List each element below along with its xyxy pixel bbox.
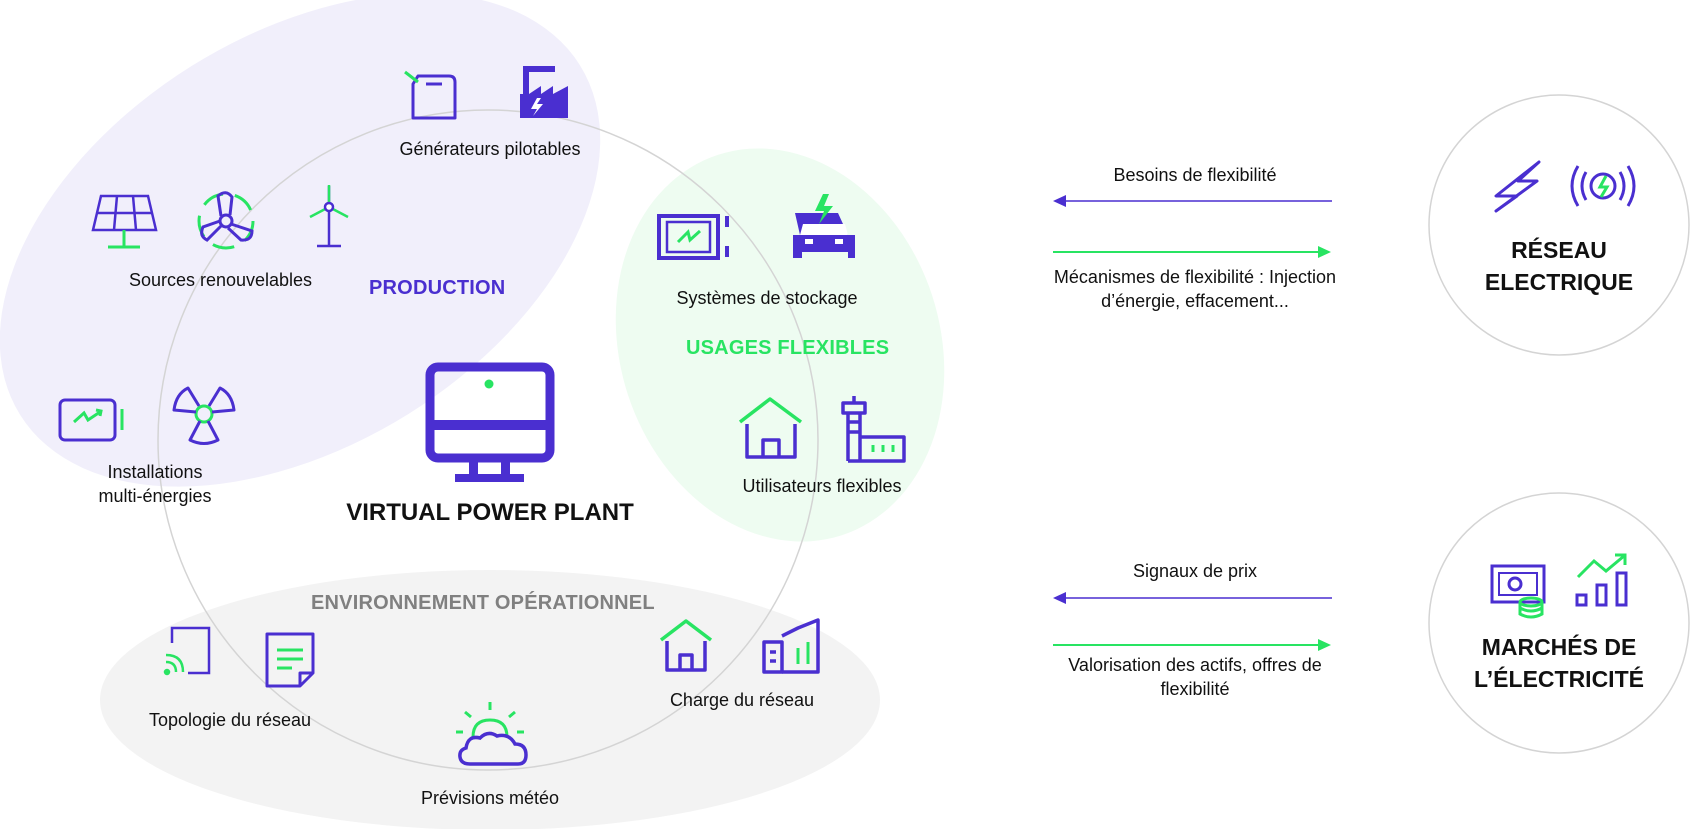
- computer-monitor-icon: [425, 362, 555, 482]
- load-label: Charge du réseau: [669, 690, 815, 710]
- markets-title-line2: L’ÉLECTRICITÉ: [1474, 666, 1644, 692]
- house-icon: [738, 397, 803, 459]
- topology-label: Topologie du réseau: [148, 710, 312, 730]
- markets-outgoing-label-line2: flexibilité: [1160, 679, 1230, 699]
- multi-energy-label-line2: multi-énergies: [98, 486, 212, 506]
- flexible-title: USAGES FLEXIBLES: [686, 337, 890, 359]
- money-coins-icon: [1490, 564, 1546, 619]
- wireless-power-icon: [1570, 165, 1636, 207]
- weather-label: Prévisions météo: [420, 788, 560, 808]
- storage-battery-icon: [657, 214, 729, 260]
- flexible-users-label: Utilisateurs flexibles: [742, 476, 902, 496]
- renewables-label: Sources renouvelables: [128, 270, 313, 290]
- electric-car-icon: [793, 194, 855, 258]
- markets-circle: [1428, 492, 1690, 754]
- grid-title-line1: RÉSEAU: [1511, 237, 1607, 263]
- generators-label: Générateurs pilotables: [399, 139, 581, 159]
- vpp-circle: [157, 109, 819, 771]
- wind-turbine-icon: [309, 185, 349, 248]
- grid-outgoing-label-line1: Mécanismes de flexibilité : Injection: [1053, 267, 1337, 287]
- markets-outgoing-label-line1: Valorisation des actifs, offres de: [1068, 655, 1322, 675]
- battery-icon: [58, 398, 124, 442]
- industry-icon: [841, 396, 906, 463]
- markets-title-line1: MARCHÉS DE: [1481, 634, 1637, 660]
- document-icon: [265, 632, 315, 688]
- fuel-can-icon: [404, 70, 457, 120]
- fan-turbine-icon: [197, 191, 255, 250]
- power-plant-icon: [520, 66, 568, 118]
- production-title: PRODUCTION: [369, 277, 506, 299]
- vpp-label: VIRTUAL POWER PLANT: [346, 499, 634, 526]
- solar-panel-icon: [91, 194, 158, 249]
- buildings-icon: [762, 618, 820, 674]
- arrow-outgoing-grid: [1053, 246, 1331, 258]
- arrow-incoming-markets: [1053, 592, 1332, 604]
- arrow-outgoing-markets: [1053, 639, 1331, 651]
- cast-screen-icon: [163, 626, 211, 676]
- multi-energy-label-line1: Installations: [107, 462, 203, 482]
- nuclear-icon: [172, 386, 236, 445]
- storage-label: Systèmes de stockage: [676, 288, 858, 308]
- grid-outgoing-label-line2: d’énergie, effacement...: [1101, 291, 1289, 311]
- arrow-incoming-grid: [1053, 195, 1332, 207]
- sun-cloud-icon: [456, 702, 528, 766]
- environment-title: ENVIRONNEMENT OPÉRATIONNEL: [311, 592, 655, 614]
- flexible-usages-zone: [615, 148, 945, 542]
- grid-circle: [1428, 94, 1690, 356]
- grid-incoming-label: Besoins de flexibilité: [1113, 165, 1277, 185]
- house-load-icon: [659, 619, 713, 672]
- lightning-icon: [1494, 160, 1541, 213]
- grid-title-line2: ELECTRIQUE: [1484, 269, 1634, 295]
- markets-incoming-label: Signaux de prix: [1132, 561, 1258, 581]
- growth-chart-icon: [1575, 553, 1628, 607]
